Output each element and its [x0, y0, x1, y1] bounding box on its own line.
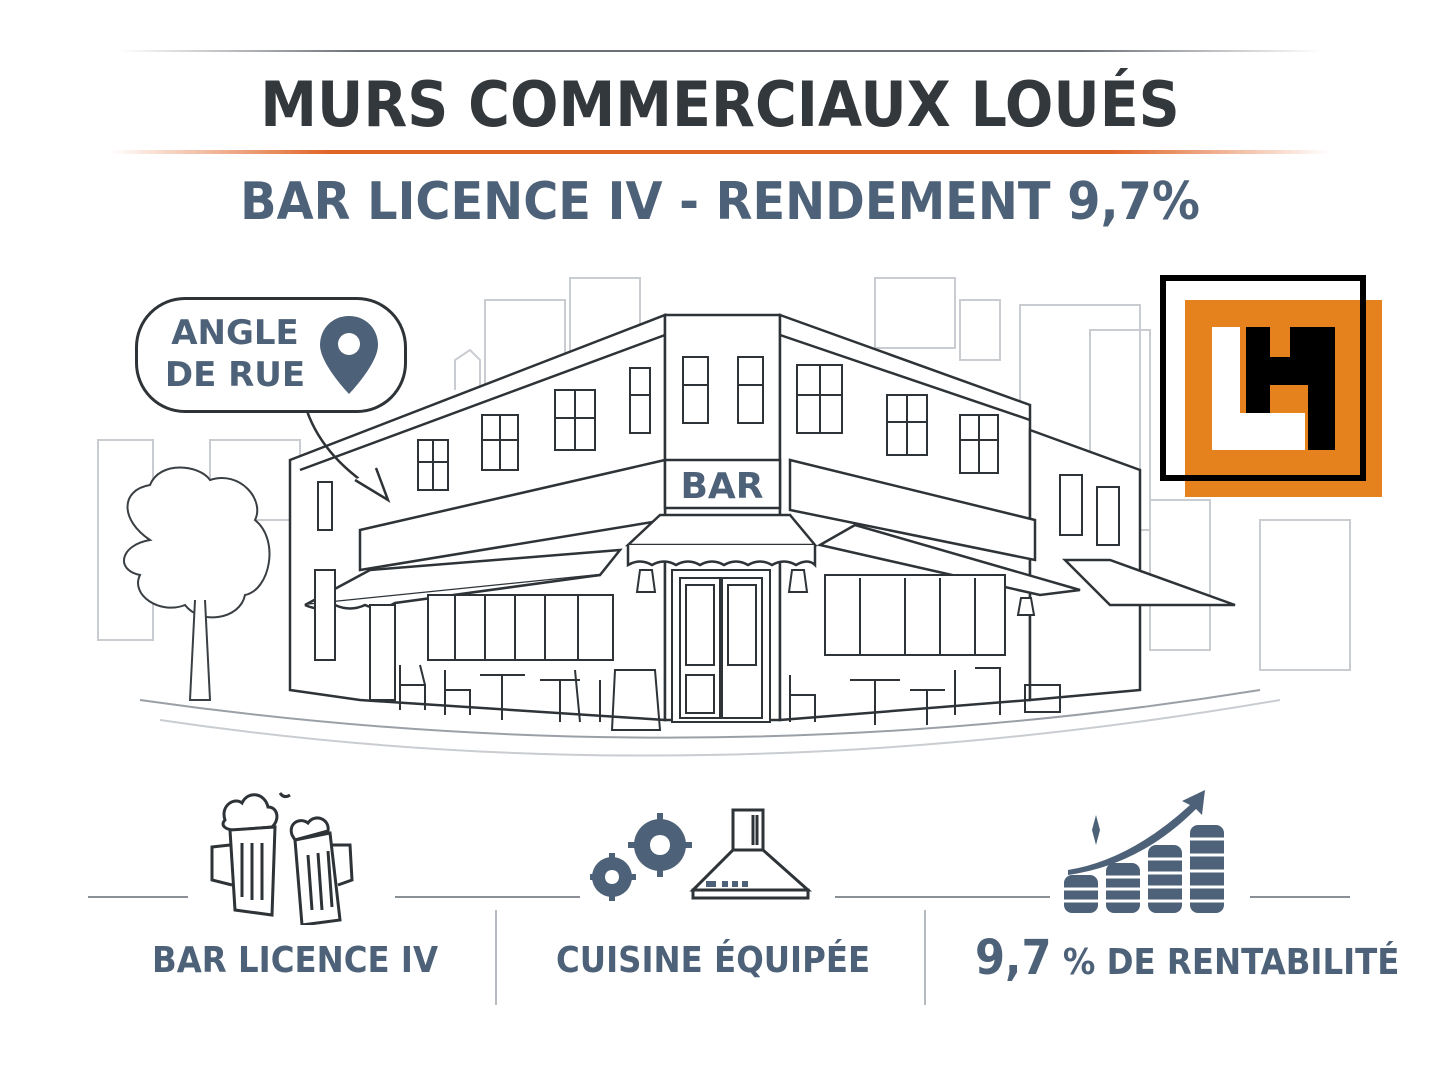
- terrace-furniture: [399, 664, 1061, 731]
- feature-divider-line: [1250, 896, 1350, 898]
- feature-label-rentabilite: 9,7 % DE RENTABILITÉ: [975, 930, 1399, 986]
- callout-line-2: DE RUE: [164, 355, 306, 395]
- feature-label-cuisine: CUISINE ÉQUIPÉE: [556, 940, 871, 981]
- shop-windows: [314, 569, 1006, 701]
- callout-line-1: ANGLE: [171, 313, 299, 353]
- page-subtitle: BAR LICENCE IV - RENDEMENT 9,7%: [240, 172, 1200, 232]
- feature-divider-line: [88, 896, 188, 898]
- orange-divider: [110, 150, 1330, 154]
- feature-divider-line: [395, 896, 580, 898]
- rentabilite-text: % DE RENTABILITÉ: [1062, 942, 1400, 983]
- feature-separator: [924, 910, 926, 1005]
- tree-icon: [123, 466, 271, 701]
- entrance-door: [671, 569, 771, 723]
- upper-windows: [317, 356, 1120, 546]
- rentabilite-number: 9,7: [975, 930, 1052, 986]
- map-pin-icon: [320, 316, 378, 394]
- lh-logo-mark: [1160, 275, 1382, 497]
- lh-logo: [1160, 275, 1382, 497]
- awnings: [304, 513, 1236, 610]
- page-title: MURS COMMERCIAUX LOUÉS: [260, 68, 1180, 141]
- bar-sign-text: BAR: [680, 466, 763, 507]
- callout-text: ANGLE DE RUE: [160, 312, 310, 396]
- beer-mugs-icon: [210, 792, 354, 925]
- feature-separator: [495, 910, 497, 1005]
- coins-growth-icon: [1064, 790, 1224, 913]
- feature-label-bar-licence: BAR LICENCE IV: [152, 940, 439, 981]
- top-divider: [120, 50, 1320, 52]
- feature-divider-line: [835, 896, 1050, 898]
- bar-sign: [663, 458, 782, 510]
- corner-bar-illustration: BAR: [97, 277, 1351, 757]
- kitchen-hood-gears-icon: [590, 808, 812, 901]
